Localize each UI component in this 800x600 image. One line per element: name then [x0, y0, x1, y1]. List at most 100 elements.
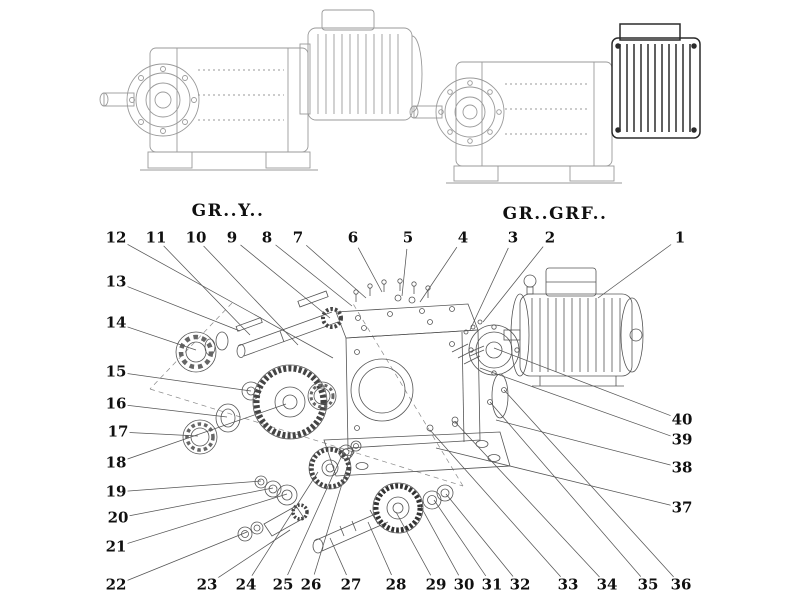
callout-35: 35 [636, 575, 660, 594]
callout-29: 29 [424, 575, 448, 594]
lifting-eyebolt [523, 274, 537, 288]
callout-5: 5 [401, 228, 415, 247]
leader-line-28 [367, 521, 392, 576]
leader-line-7 [306, 244, 367, 299]
shaft-key [297, 290, 329, 308]
leader-line-26 [313, 447, 354, 575]
callout-36: 36 [669, 575, 693, 594]
leader-line-6 [357, 247, 383, 293]
leader-line-11 [163, 245, 251, 336]
leader-line-10 [203, 245, 299, 346]
callout-13: 13 [104, 272, 128, 291]
gearbox-housing [455, 61, 613, 167]
oil-seal [215, 403, 241, 433]
motor-exploded [503, 267, 644, 387]
callout-14: 14 [104, 313, 128, 332]
callout-12: 12 [104, 228, 128, 247]
intermediate-gear [308, 440, 362, 490]
callout-16: 16 [104, 394, 128, 413]
leader-line-39 [479, 367, 672, 437]
leader-line-5 [401, 248, 408, 297]
leader-line-16 [126, 404, 228, 418]
leader-line-12 [125, 242, 334, 359]
gearmotor-grgrf-drawing [409, 23, 701, 184]
leader-line-18 [126, 403, 287, 460]
callout-37: 37 [670, 498, 694, 517]
leader-line-24 [251, 471, 319, 576]
bearing [307, 381, 337, 411]
callout-25: 25 [271, 575, 295, 594]
bearing [175, 331, 217, 373]
gear-housing-exploded [323, 303, 511, 477]
callout-17: 17 [106, 422, 130, 441]
callout-21: 21 [104, 537, 128, 556]
callout-33: 33 [556, 575, 580, 594]
callout-19: 19 [104, 482, 128, 501]
output-gear [372, 482, 454, 534]
leader-line-40 [493, 347, 672, 417]
main-gear [252, 364, 328, 440]
callout-32: 32 [508, 575, 532, 594]
callout-31: 31 [480, 575, 504, 594]
motor-dark [611, 23, 701, 139]
callout-10: 10 [184, 228, 208, 247]
callout-30: 30 [452, 575, 476, 594]
callout-9: 9 [225, 228, 239, 247]
leader-line-30 [419, 504, 460, 576]
callout-26: 26 [299, 575, 323, 594]
leader-line-35 [489, 401, 642, 577]
model-label-grgrf: GR..GRF.. [502, 204, 608, 224]
callout-2: 2 [543, 228, 557, 247]
model-label-gry: GR..Y.. [191, 201, 265, 221]
callout-40: 40 [670, 410, 694, 429]
callout-23: 23 [195, 575, 219, 594]
pinion-shaft [237, 503, 309, 542]
leader-line-23 [215, 529, 291, 580]
leader-line-19 [126, 480, 262, 492]
callout-7: 7 [291, 228, 305, 247]
callout-27: 27 [339, 575, 363, 594]
leader-line-29 [395, 511, 432, 576]
leader-line-27 [329, 537, 347, 576]
callout-6: 6 [346, 228, 360, 247]
shaft-key [235, 317, 263, 332]
motor-studs [451, 319, 485, 365]
leader-line-4 [419, 246, 458, 303]
flange-bolt-holes [438, 80, 502, 144]
callout-24: 24 [234, 575, 258, 594]
callout-39: 39 [670, 430, 694, 449]
callout-28: 28 [384, 575, 408, 594]
output-shaft [413, 105, 443, 119]
gearbox-housing [149, 47, 309, 153]
input-shaft [204, 290, 343, 358]
callout-22: 22 [104, 575, 128, 594]
motor-flange [468, 324, 520, 419]
callout-4: 4 [456, 228, 470, 247]
gearmotor-gry-drawing [99, 9, 423, 171]
callout-38: 38 [670, 458, 694, 477]
leader-line-22 [126, 531, 248, 582]
callout-15: 15 [104, 362, 128, 381]
leader-line-33 [429, 429, 561, 578]
leader-line-37 [435, 447, 672, 506]
callout-20: 20 [106, 508, 130, 527]
callout-18: 18 [104, 453, 128, 472]
flange-bolt-holes [129, 66, 197, 134]
exploded-assembly-drawing [149, 267, 644, 554]
assembly-axis-lines [149, 301, 464, 487]
leader-line-14 [126, 326, 197, 351]
callout-11: 11 [144, 228, 168, 247]
motor [299, 9, 423, 121]
leader-line-17 [128, 432, 199, 437]
leader-line-32 [445, 493, 514, 577]
leader-line-36 [503, 389, 674, 578]
callout-34: 34 [595, 575, 619, 594]
output-shaft [103, 92, 135, 107]
leader-line-3 [469, 247, 509, 331]
leader-line-13 [126, 285, 241, 332]
callout-1: 1 [673, 228, 687, 247]
callout-3: 3 [506, 228, 520, 247]
leader-line-9 [240, 244, 331, 319]
